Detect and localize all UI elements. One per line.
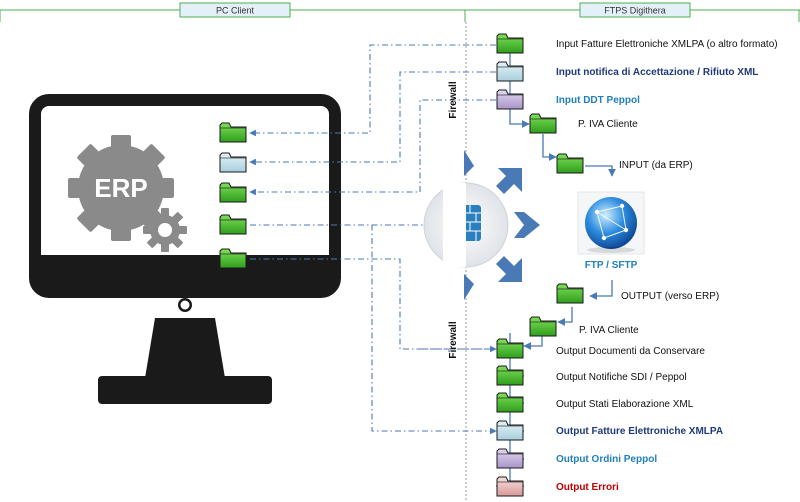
- label-input-erp: INPUT (da ERP): [619, 160, 693, 171]
- label-output-erp: OUTPUT (verso ERP): [621, 291, 719, 302]
- label-input-ddt: Input DDT Peppol: [556, 95, 640, 106]
- firewall-label-top: Firewall: [448, 81, 459, 118]
- label-input-notifica: Input notifica di Accettazione / Rifiuto…: [556, 67, 758, 78]
- ftp-label: FTP / SFTP: [585, 260, 638, 271]
- label-out-documenti: Output Documenti da Conservare: [556, 346, 705, 357]
- folder-icon: [556, 153, 584, 174]
- firewall-icon: [423, 150, 540, 300]
- header-ftps: FTPS Digithera: [465, 2, 800, 22]
- erp-gear-icon: ERP: [68, 135, 187, 252]
- erp-label: ERP: [94, 173, 147, 203]
- label-piva-out: P. IVA Cliente: [579, 325, 639, 336]
- header-pc-client: PC Client: [0, 2, 466, 22]
- firewall-label-bottom: Firewall: [448, 321, 459, 358]
- label-out-errori: Output Errori: [556, 482, 619, 493]
- label-input-fatture: Input Fatture Elettroniche XMLPA (o altr…: [556, 39, 778, 50]
- label-out-notifiche: Output Notifiche SDI / Peppol: [556, 372, 687, 383]
- monitor-icon: [29, 94, 341, 404]
- folder-icon: [529, 113, 557, 134]
- ftps-title: FTPS Digithera: [604, 6, 666, 16]
- label-piva-in: P. IVA Cliente: [578, 119, 638, 130]
- label-out-fatture: Output Fatture Elettroniche XMLPA: [556, 426, 723, 437]
- connector-lines: [249, 44, 497, 435]
- folder-icon: [529, 316, 557, 337]
- folder-icon: [496, 33, 524, 54]
- label-out-ordini: Output Ordini Peppol: [556, 454, 657, 465]
- globe-network-icon: [577, 191, 645, 255]
- pc-client-title: PC Client: [216, 6, 255, 16]
- label-out-stati: Output Stati Elaborazione XML: [556, 399, 694, 410]
- folder-icon: [556, 283, 584, 304]
